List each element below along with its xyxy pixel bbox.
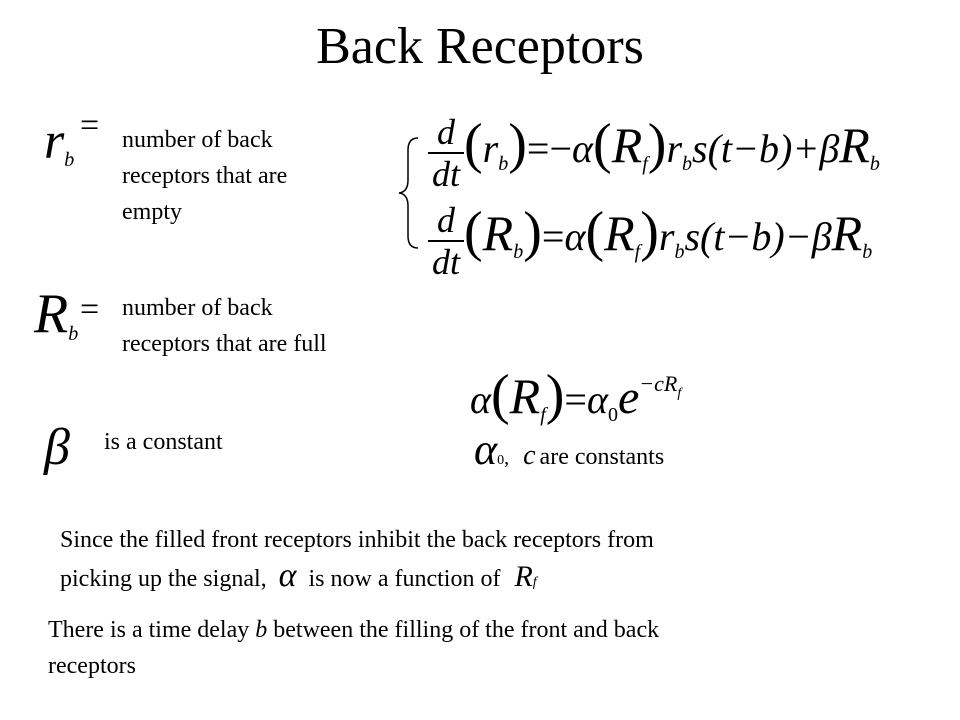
note-line-3: There is a time delay b between the fill… (48, 617, 660, 643)
rb-symbol: rb (44, 113, 75, 171)
beta-symbol: β (44, 419, 70, 476)
rb-description: number of back receptors that are empty (122, 127, 288, 225)
Rb-description: number of back receptors that are full (122, 295, 327, 357)
system-brace (398, 137, 419, 249)
Rb-equals: = (80, 291, 100, 328)
equation-Rb-derivative: d dt (Rb)=α(Rf)rbs(t−b)−βRb (428, 200, 872, 282)
note-line-1: Since the filled front receptors inhibit… (60, 527, 654, 553)
rb-equals: = (80, 107, 100, 144)
equation-rb-derivative: d dt (rb)=−α(Rf)rbs(t−b)+βRb (428, 112, 880, 194)
slide-title: Back Receptors (316, 18, 644, 75)
constants-line: α0, c are constants (474, 425, 665, 474)
beta-description: is a constant (104, 429, 223, 455)
note-line-4: receptors (48, 653, 136, 679)
derivative-fraction: d dt (428, 112, 465, 194)
note-line-2: picking up the signal, α is now a functi… (60, 557, 537, 594)
equation-alpha-function: α(Rf)=α0e−cRf (470, 364, 682, 426)
Rb-symbol: Rb (34, 283, 79, 345)
derivative-fraction: d dt (428, 200, 465, 282)
